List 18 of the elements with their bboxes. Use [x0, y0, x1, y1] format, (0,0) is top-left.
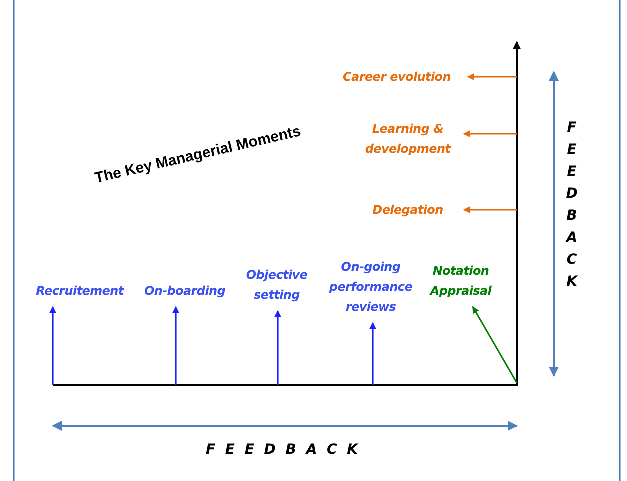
moment-label: Career evolution [332, 67, 462, 87]
moment-label: Recruitement [25, 281, 135, 301]
moment-label: Notation Appraisal [421, 261, 501, 301]
arrow [370, 322, 376, 385]
arrow [463, 206, 517, 214]
feedback-label: F E E D B A C K [206, 442, 358, 458]
arrow [274, 310, 282, 385]
arrow [172, 306, 180, 385]
arrow [472, 306, 518, 384]
arrow [50, 306, 56, 385]
moment-label: Objective setting [237, 265, 317, 305]
moment-label: Learning & development [358, 119, 458, 159]
feedback-label: FEEDBACK [564, 120, 580, 296]
moment-label: On-going performance reviews [326, 257, 416, 317]
moment-label: Delegation [358, 200, 458, 220]
arrow [467, 74, 517, 80]
arrow [463, 130, 517, 138]
moment-label: On-boarding [135, 281, 235, 301]
